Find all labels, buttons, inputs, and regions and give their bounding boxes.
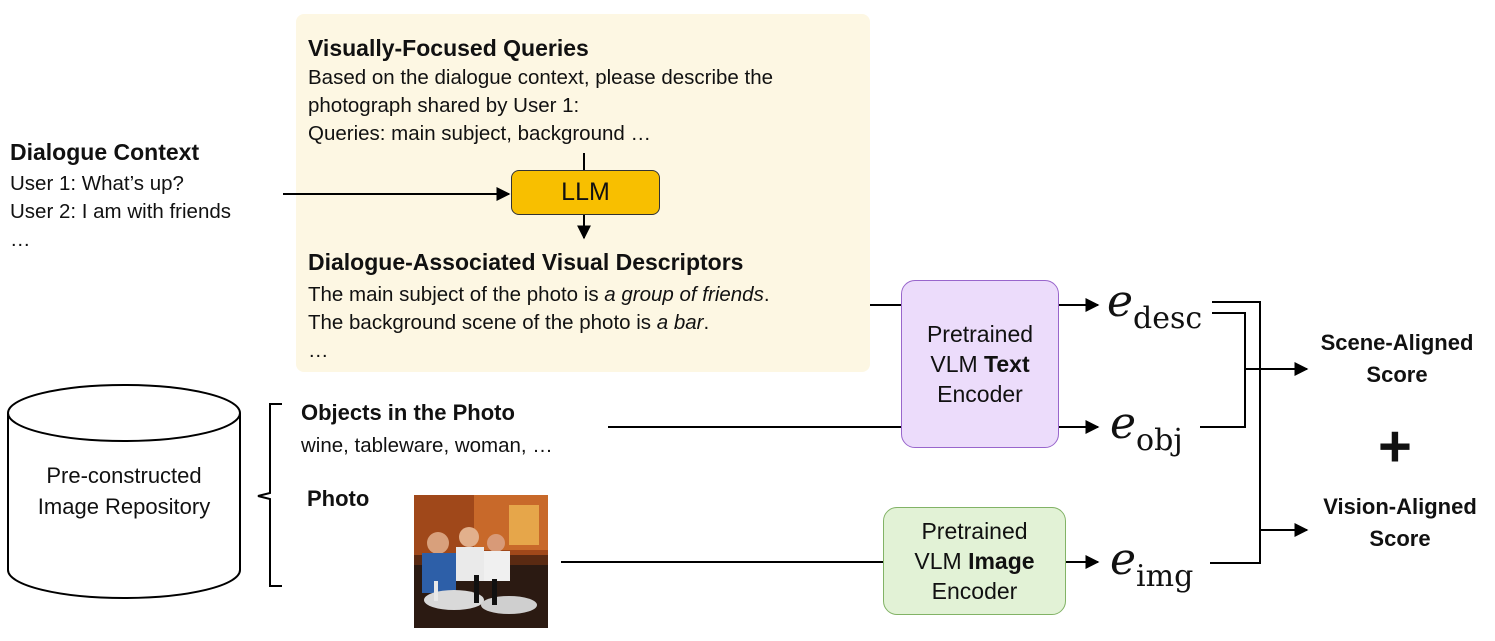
photo-thumbnail: [414, 495, 548, 628]
queries-line-3: Queries: main subject, background …: [308, 122, 651, 145]
descriptor-line-2: The background scene of the photo is a b…: [308, 311, 710, 334]
embedding-img: eimg: [1110, 534, 1194, 594]
queries-line-2: photograph shared by User 1:: [308, 94, 580, 117]
vision-aligned-score: Vision-Aligned Score: [1323, 494, 1477, 551]
img-line: [1210, 530, 1261, 564]
photo-label: Photo: [307, 486, 370, 511]
dialogue-context-title: Dialogue Context: [10, 139, 200, 165]
repository-label: Pre-constructed Image Repository: [37, 463, 211, 519]
descriptor-line-1: The main subject of the photo is a group…: [308, 283, 770, 306]
llm-box: LLM: [511, 170, 660, 215]
descriptor-line-3: …: [308, 339, 329, 362]
queries-title: Visually-Focused Queries: [308, 35, 589, 61]
embedding-desc: edesc: [1107, 276, 1203, 336]
llm-label: LLM: [561, 178, 610, 206]
plus-sign: +: [1378, 414, 1412, 479]
dialogue-line-1: User 1: What’s up?: [10, 172, 184, 195]
queries-line-1: Based on the dialogue context, please de…: [308, 66, 773, 89]
desc-inner-line: [1212, 312, 1246, 369]
dialogue-line-3: …: [10, 228, 31, 251]
objects-title: Objects in the Photo: [301, 400, 515, 425]
embedding-obj: eobj: [1110, 398, 1183, 458]
text-encoder-box: Pretrained VLM Text Encoder: [901, 280, 1059, 448]
descriptors-title: Dialogue-Associated Visual Descriptors: [308, 249, 744, 275]
desc-outer-line: [1212, 301, 1261, 530]
dialogue-line-2: User 2: I am with friends: [10, 200, 232, 223]
scene-aligned-score: Scene-Aligned Score: [1320, 330, 1474, 387]
obj-line: [1200, 369, 1246, 428]
image-encoder-box: Pretrained VLM Image Encoder: [883, 507, 1066, 615]
repository-cylinder: [7, 384, 241, 599]
objects-list: wine, tableware, woman, …: [301, 434, 553, 457]
repository-brace: [257, 403, 282, 587]
